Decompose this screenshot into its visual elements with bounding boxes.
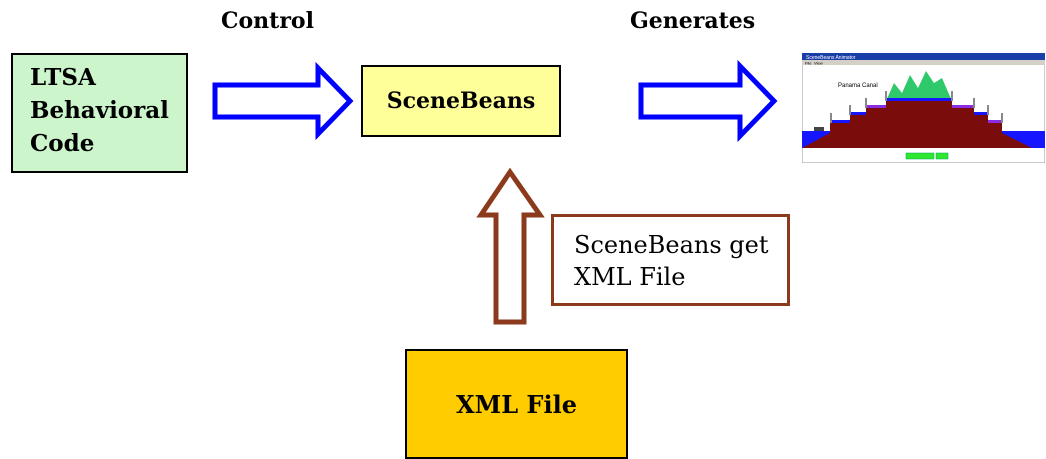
- menu-view: View: [814, 61, 823, 66]
- control-arrow: [212, 61, 354, 141]
- generates-arrow: [638, 59, 778, 143]
- animation-screenshot: SceneBeans Animator File View Panama Can…: [802, 53, 1045, 163]
- menu-file: File: [805, 61, 812, 66]
- scenebeans-label: SceneBeans: [386, 88, 536, 114]
- control-label: Control: [221, 8, 314, 34]
- note-line-1: SceneBeans get: [574, 231, 769, 259]
- xml-to-scenebeans-arrow: [476, 167, 545, 325]
- scene-title: Panama Canal: [838, 83, 878, 89]
- window-title: SceneBeans Animator: [806, 55, 856, 61]
- note-box: SceneBeans get XML File: [551, 214, 790, 306]
- ltsa-line-1: LTSA: [30, 64, 96, 91]
- ltsa-line-3: Code: [30, 130, 95, 157]
- ltsa-behavioral-code-box: LTSA Behavioral Code: [11, 53, 188, 173]
- generates-label: Generates: [630, 8, 756, 34]
- ltsa-line-2: Behavioral: [30, 97, 169, 124]
- note-line-2: XML File: [574, 263, 686, 291]
- xml-file-label: XML File: [456, 389, 577, 419]
- scenebeans-box: SceneBeans: [361, 65, 561, 137]
